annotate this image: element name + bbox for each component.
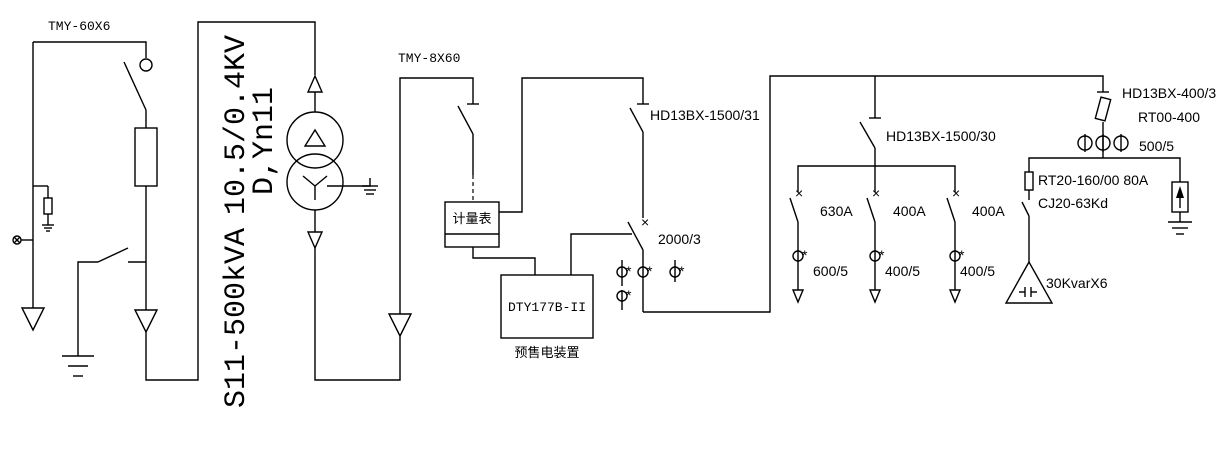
ct-polarity-mark: * [802,247,808,263]
branch-2-ct: 400/5 [885,263,920,279]
main-switch-label: HD13BX-1500/31 [650,107,760,123]
cap-fuse-switch [1094,96,1112,122]
lv-incoming-section: TMY-8X60 计量表 DTY177B-II 预售电装置 [387,51,644,361]
branch-2: × 400A * 400/5 [866,185,926,304]
delta-symbol [303,128,327,147]
cap-contactor-label: CJ20-63Kd [1038,195,1108,211]
branch-3-rating: 400A [972,203,1005,219]
branch-breaker-blade [946,197,956,223]
hv-cable-terminal [133,309,159,334]
ct-symbol: * * * * [616,260,685,310]
branch-breaker-blade [866,197,876,223]
branch-3-ct: 400/5 [960,263,995,279]
neutral-wire [327,178,371,187]
transformer-group-label: D,Yn11 [248,87,282,195]
hv-terminal-arrow [306,74,324,93]
cap-ct-label: 500/5 [1139,138,1174,154]
cap-switch-label: HD13BX-400/3 [1122,85,1216,101]
ground-symbol [62,355,94,377]
earth-switch-wire [77,261,98,356]
ct-symbol [949,250,961,262]
prepaid-device-name-label: 预售电装置 [514,345,579,361]
cap-fuse-main-label: RT00-400 [1138,109,1200,125]
cap-fuse-label: RT20-160/00 80A [1038,172,1149,188]
main-breaker-blade [627,221,644,251]
cap-ct-symbol [1077,134,1129,152]
lv-busbar-line [399,77,474,314]
svg-text:*: * [626,263,632,279]
transformer-primary-winding [286,111,344,169]
ground-symbol [362,185,378,195]
meter-to-bus-wire [499,77,644,213]
meter-box-label: 计量表 [452,212,491,227]
ground-symbol [42,224,54,232]
svg-text:*: * [679,263,685,279]
cap-fuse [1024,171,1034,191]
branch-3: × 400A * 400/5 [946,185,1005,304]
breaker-x-mark: × [795,185,803,201]
branch-2-rating: 400A [893,203,926,219]
cap-bank-label: 30KvarX6 [1046,275,1108,291]
cap-contactor-blade [1021,201,1030,217]
breaker-x-mark: × [872,185,880,201]
busbar-lv-label: TMY-8X60 [398,51,460,66]
hv-busbar-line [33,41,147,58]
branch-terminal-arrow [791,289,805,304]
hv-left-terminal [20,307,46,332]
feeder-section: HD13BX-1500/30 × 630A * 600/5 × 400A * 4… [789,76,1005,304]
busbar-hv-label: TMY-60X6 [48,19,110,34]
main-switch-section: HD13BX-1500/31 × 2000/3 * * * * [616,75,1104,313]
cap-busbar [1028,157,1181,182]
hv-incoming-section: TMY-60X6 [12,19,316,381]
prepaid-device-box [500,274,594,339]
hv-fuse [134,127,158,187]
main-switch-blade [629,107,644,133]
wye-symbol [314,175,328,187]
svg-text:*: * [647,263,653,279]
ground-symbol [1168,221,1192,235]
ct-polarity-mark: * [959,247,965,263]
main-ct-label: 2000/3 [658,231,701,247]
meter-to-prepaid-wire [472,247,536,275]
lv-switch-blade [457,105,474,135]
feeder-busbar [797,165,956,192]
wye-symbol [302,175,316,187]
isolator-blade [123,61,147,111]
ct-polarity-mark: * [879,247,885,263]
feeder-switch-blade [859,121,876,149]
earth-switch-blade [97,247,129,263]
svg-text:*: * [626,287,632,303]
ct-symbol [792,250,804,262]
capacitor-section: HD13BX-400/3 RT00-400 500/5 RT20-160/00 … [1004,85,1216,304]
feeder-switch-label: HD13BX-1500/30 [886,128,996,144]
ct-symbol [869,250,881,262]
branch-1: × 630A * 600/5 [789,185,853,304]
transformer-section: S11-500kVA 10.5/0.4KV D,Yn11 [220,35,401,408]
branch-1-ct: 600/5 [813,263,848,279]
meter-box [444,201,500,248]
transformer-secondary-winding [286,153,344,211]
prepaid-trip-wire [570,233,632,275]
isolator-contact-symbol [139,58,153,72]
lv-cable-terminal [387,313,413,338]
branch-terminal-arrow [868,289,882,304]
breaker-x-mark: × [952,185,960,201]
surge-arrester [43,197,53,215]
transformer-rating-label: S11-500kVA [220,228,254,408]
arrester-arrow-icon [1176,186,1184,198]
lv-main-bus [643,75,1104,313]
lv-cable [314,248,401,381]
branch-breaker-blade [789,197,799,223]
breaker-x-mark: × [641,214,649,230]
indicator-lamp-cross [13,236,21,244]
hv-cable [145,21,316,381]
transformer-voltage-label: 10.5/0.4KV [220,35,254,215]
cap-bank-triangle [1004,260,1054,304]
prepaid-device-model-label: DTY177B-II [508,300,586,315]
lv-terminal-arrow [306,231,324,250]
branch-terminal-arrow [948,289,962,304]
branch-1-rating: 630A [820,203,853,219]
